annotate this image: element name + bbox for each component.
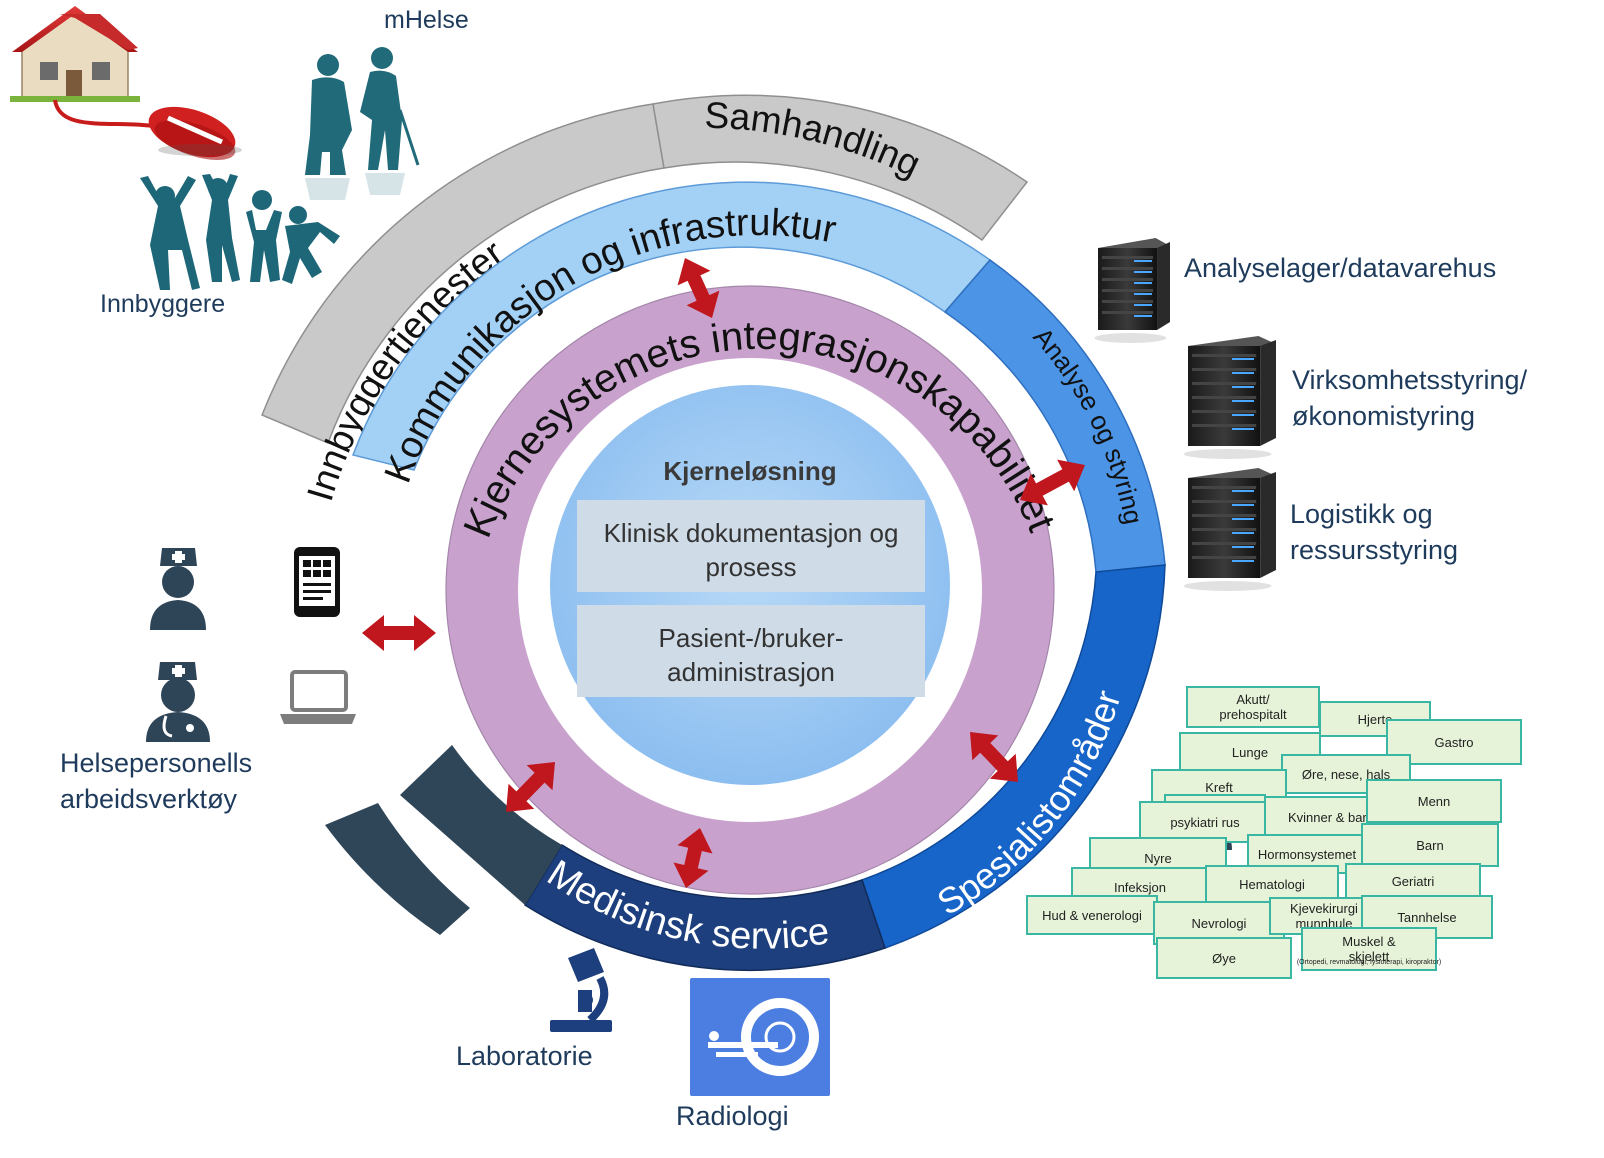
core-box2-line1: Pasient-/bruker- <box>659 623 844 653</box>
virksomhet-line2: økonomistyring <box>1292 401 1476 432</box>
laboratorie-label: Laboratorie <box>456 1041 593 1071</box>
specialty-label: Kvinner & barn <box>1288 810 1374 825</box>
virksomhet-label: Virksomhetsstyring/ økonomistyring <box>1292 362 1527 435</box>
specialty-label: Gastro <box>1434 735 1473 750</box>
core-box-pasient <box>577 605 925 697</box>
specialty-label: Øre, nese, hals <box>1302 767 1391 782</box>
specialty-card: Akutt/prehospitalt <box>1186 686 1320 728</box>
specialty-label: Muskel &skjelett <box>1342 934 1396 964</box>
specialty-label: Geriatri <box>1392 874 1435 889</box>
specialty-card: Geriatri <box>1345 863 1481 899</box>
double-arrow-1 <box>677 258 720 318</box>
specialty-card: Hematologi <box>1205 865 1339 903</box>
slate-arc-outer <box>325 803 470 935</box>
analyselager-label: Analyselager/datavarehus <box>1184 253 1497 283</box>
mouse-cable <box>53 99 166 130</box>
double-arrow-4 <box>970 732 1018 782</box>
innbyggere-label: Innbyggere <box>100 290 226 318</box>
tablet-icon <box>294 547 340 617</box>
virksomhet-line1: Virksomhetsstyring/ <box>1292 365 1528 395</box>
specialty-label: Hormonsystemet <box>1258 847 1357 862</box>
specialty-label: Kreft <box>1205 780 1233 795</box>
specialty-card: Menn <box>1366 779 1502 823</box>
server-icon <box>1183 336 1276 459</box>
server-icon <box>1094 238 1170 343</box>
logistikk-label: Logistikk og ressursstyring <box>1290 496 1458 569</box>
double-arrow-5 <box>506 762 555 812</box>
core-title: Kjerneløsning <box>663 456 836 486</box>
doctor-icon <box>146 662 210 742</box>
mouse-icon <box>148 106 242 161</box>
double-arrow-6 <box>673 828 713 888</box>
specialty-label: Hud & venerologi <box>1042 908 1142 923</box>
specialty-sublabel: (Ortopedi, revmatologi, fysioterapi, kir… <box>1297 959 1441 966</box>
mhelse-label: mHelse <box>384 6 469 34</box>
specialty-card: Muskel &skjelett(Ortopedi, revmatologi, … <box>1297 927 1441 971</box>
specialty-label: Øye <box>1212 951 1236 966</box>
specialty-label: Nevrologi <box>1192 916 1247 931</box>
slate-arc-inner <box>400 745 562 905</box>
specialty-label: Hematologi <box>1239 877 1305 892</box>
specialty-label: Akutt/prehospitalt <box>1219 692 1287 722</box>
microscope-icon <box>550 948 612 1032</box>
core-box-klinisk <box>577 500 925 592</box>
specialty-label: Barn <box>1416 838 1443 853</box>
radiologi-label: Radiologi <box>676 1101 789 1131</box>
logistikk-line1: Logistikk og <box>1290 499 1433 529</box>
specialty-label: Hjerte <box>1358 712 1393 727</box>
mri-scanner-icon <box>690 978 830 1096</box>
laptop-icon <box>280 670 356 724</box>
specialty-card: Øye <box>1156 937 1292 979</box>
arrows-group <box>362 258 1085 888</box>
core-box1-line1: Klinisk dokumentasjon og <box>604 518 899 548</box>
specialty-label: Tannhelse <box>1397 910 1456 925</box>
servers-group <box>1094 238 1276 591</box>
elderly-couple-icon <box>305 47 420 200</box>
helse-line1: Helsepersonells <box>60 748 253 778</box>
specialty-card: Hud & venerologi <box>1026 895 1158 935</box>
specialty-card: Barn <box>1361 823 1499 867</box>
specialty-label: Lunge <box>1232 745 1268 760</box>
logistikk-line2: ressursstyring <box>1290 535 1459 566</box>
specialty-label: Menn <box>1418 794 1451 809</box>
double-arrow-2 <box>1020 459 1085 506</box>
helsepersonell-label: Helsepersonells arbeidsverktøy <box>60 745 252 818</box>
double-arrow-3 <box>362 615 436 651</box>
house-icon <box>10 6 140 102</box>
core-box2-line2: administrasjon <box>667 657 835 687</box>
specialty-label: psykiatri rus <box>1170 815 1240 830</box>
helse-line2: arbeidsverktøy <box>60 784 238 815</box>
specialty-label: Infeksjon <box>1114 880 1166 895</box>
core-box1-line2: prosess <box>705 552 796 582</box>
specialty-label: Nyre <box>1144 851 1171 866</box>
nurse-icon <box>150 548 206 630</box>
jumping-people-icon <box>140 174 340 290</box>
server-icon <box>1183 468 1276 591</box>
